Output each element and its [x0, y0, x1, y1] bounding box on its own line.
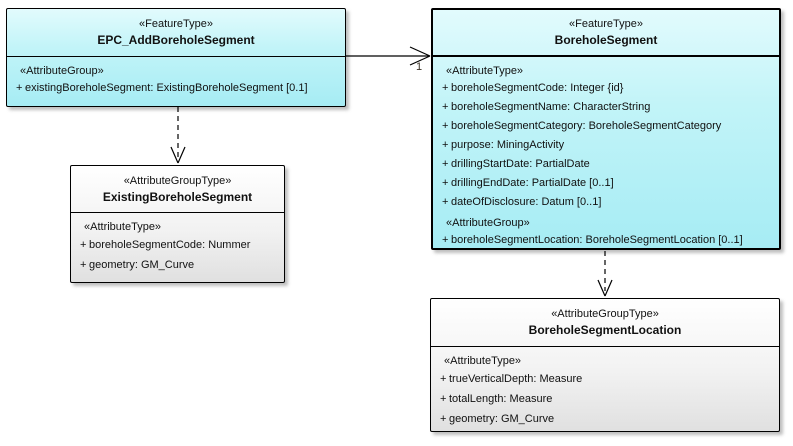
- section-heading: «AttributeType»: [444, 355, 522, 367]
- visibility-marker: +: [442, 196, 449, 208]
- attribute-row: + boreholeSegmentLocation: BoreholeSegme…: [433, 231, 775, 248]
- visibility-marker: +: [442, 177, 449, 189]
- visibility-marker: +: [440, 393, 447, 405]
- visibility-marker: +: [440, 373, 447, 385]
- attribute-row: + purpose: MiningActivity: [433, 136, 775, 155]
- class-name: BoreholeSegment: [554, 33, 658, 47]
- class-header: «AttributeGroupType» BoreholeSegmentLoca…: [431, 299, 779, 347]
- section-heading: «AttributeType»: [84, 221, 162, 233]
- attribute-compartment: «AttributeType» + boreholeSegmentCode: N…: [71, 213, 284, 282]
- attribute-text: boreholeSegmentLocation: BoreholeSegment…: [451, 234, 743, 246]
- section-heading: «AttributeGroup»: [20, 65, 104, 77]
- attribute-text: purpose: MiningActivity: [451, 139, 565, 151]
- stereotype-label: «AttributeGroupType»: [123, 174, 232, 187]
- visibility-marker: +: [442, 101, 449, 113]
- class-header: «FeatureType» EPC_AddBoreholeSegment: [7, 9, 345, 57]
- class-name: ExistingBoreholeSegment: [102, 189, 253, 204]
- visibility-marker: +: [442, 139, 449, 151]
- attribute-text: boreholeSegmentCode: Integer {id}: [451, 82, 624, 94]
- attribute-text: dateOfDisclosure: Datum [0..1]: [451, 196, 602, 208]
- visibility-marker: +: [80, 259, 87, 271]
- attribute-text: boreholeSegmentCode: Nummer: [89, 239, 251, 251]
- attribute-text: totalLength: Measure: [449, 393, 553, 405]
- class-name: BoreholeSegmentLocation: [528, 323, 682, 337]
- attribute-row: + boreholeSegmentCategory: BoreholeSegme…: [433, 117, 775, 136]
- class-box-boreholesegment[interactable]: «FeatureType» BoreholeSegment «Attribute…: [431, 8, 781, 250]
- attribute-text: existingBoreholeSegment: ExistingBorehol…: [25, 82, 308, 94]
- visibility-marker: +: [440, 413, 447, 425]
- class-box-existingboreholesegment[interactable]: «AttributeGroupType» ExistingBoreholeSeg…: [70, 165, 285, 283]
- attribute-text: geometry: GM_Curve: [449, 413, 555, 425]
- open-arrowhead-icon: [597, 279, 613, 297]
- attribute-row: + dateOfDisclosure: Datum [0..1]: [433, 193, 775, 212]
- class-box-epc-addboreholesegment[interactable]: «FeatureType» EPC_AddBoreholeSegment «At…: [6, 8, 346, 107]
- visibility-marker: +: [442, 234, 449, 246]
- attribute-text: geometry: GM_Curve: [89, 259, 195, 271]
- visibility-marker: +: [442, 82, 449, 94]
- dependency-connector-location[interactable]: [597, 251, 613, 297]
- class-header: «FeatureType» BoreholeSegment: [433, 10, 779, 57]
- attribute-row: + boreholeSegmentCode: Nummer: [71, 235, 280, 255]
- attribute-row: + geometry: GM_Curve: [431, 409, 775, 429]
- visibility-marker: +: [442, 158, 449, 170]
- attribute-text: drillingEndDate: PartialDate [0..1]: [451, 177, 614, 189]
- attribute-row: + existingBoreholeSegment: ExistingBoreh…: [7, 79, 341, 98]
- attribute-compartment: «AttributeGroup» + existingBoreholeSegme…: [7, 57, 345, 106]
- attribute-row: + geometry: GM_Curve: [71, 255, 280, 275]
- section-heading: «AttributeType»: [446, 65, 524, 77]
- attribute-text: drillingStartDate: PartialDate: [451, 158, 590, 170]
- attribute-row: + boreholeSegmentName: CharacterString: [433, 98, 775, 117]
- open-arrowhead-icon: [170, 146, 186, 164]
- visibility-marker: +: [80, 239, 87, 251]
- multiplicity-label: 1: [415, 61, 423, 73]
- attribute-row: + totalLength: Measure: [431, 389, 775, 409]
- attribute-row: + drillingStartDate: PartialDate: [433, 155, 775, 174]
- section-heading: «AttributeGroup»: [446, 217, 530, 229]
- attribute-compartment: «AttributeType» + boreholeSegmentCode: I…: [433, 57, 779, 248]
- visibility-marker: +: [16, 82, 23, 94]
- attribute-text: boreholeSegmentName: CharacterString: [451, 101, 651, 113]
- attribute-row: + drillingEndDate: PartialDate [0..1]: [433, 174, 775, 193]
- stereotype-label: «FeatureType»: [569, 18, 643, 30]
- visibility-marker: +: [442, 120, 449, 132]
- attribute-text: boreholeSegmentCategory: BoreholeSegment…: [451, 120, 722, 132]
- attribute-row: + boreholeSegmentCode: Integer {id}: [433, 79, 775, 98]
- attribute-text: trueVerticalDepth: Measure: [449, 373, 583, 385]
- class-name: EPC_AddBoreholeSegment: [97, 33, 255, 47]
- class-box-boreholesegmentlocation[interactable]: «AttributeGroupType» BoreholeSegmentLoca…: [430, 298, 780, 432]
- stereotype-label: «AttributeGroupType»: [551, 308, 659, 320]
- class-header: «AttributeGroupType» ExistingBoreholeSeg…: [71, 166, 284, 213]
- stereotype-label: «FeatureType»: [139, 18, 213, 30]
- dependency-connector-existing[interactable]: [170, 107, 186, 164]
- attribute-compartment: «AttributeType» + trueVerticalDepth: Mea…: [431, 347, 779, 431]
- attribute-row: + trueVerticalDepth: Measure: [431, 369, 775, 389]
